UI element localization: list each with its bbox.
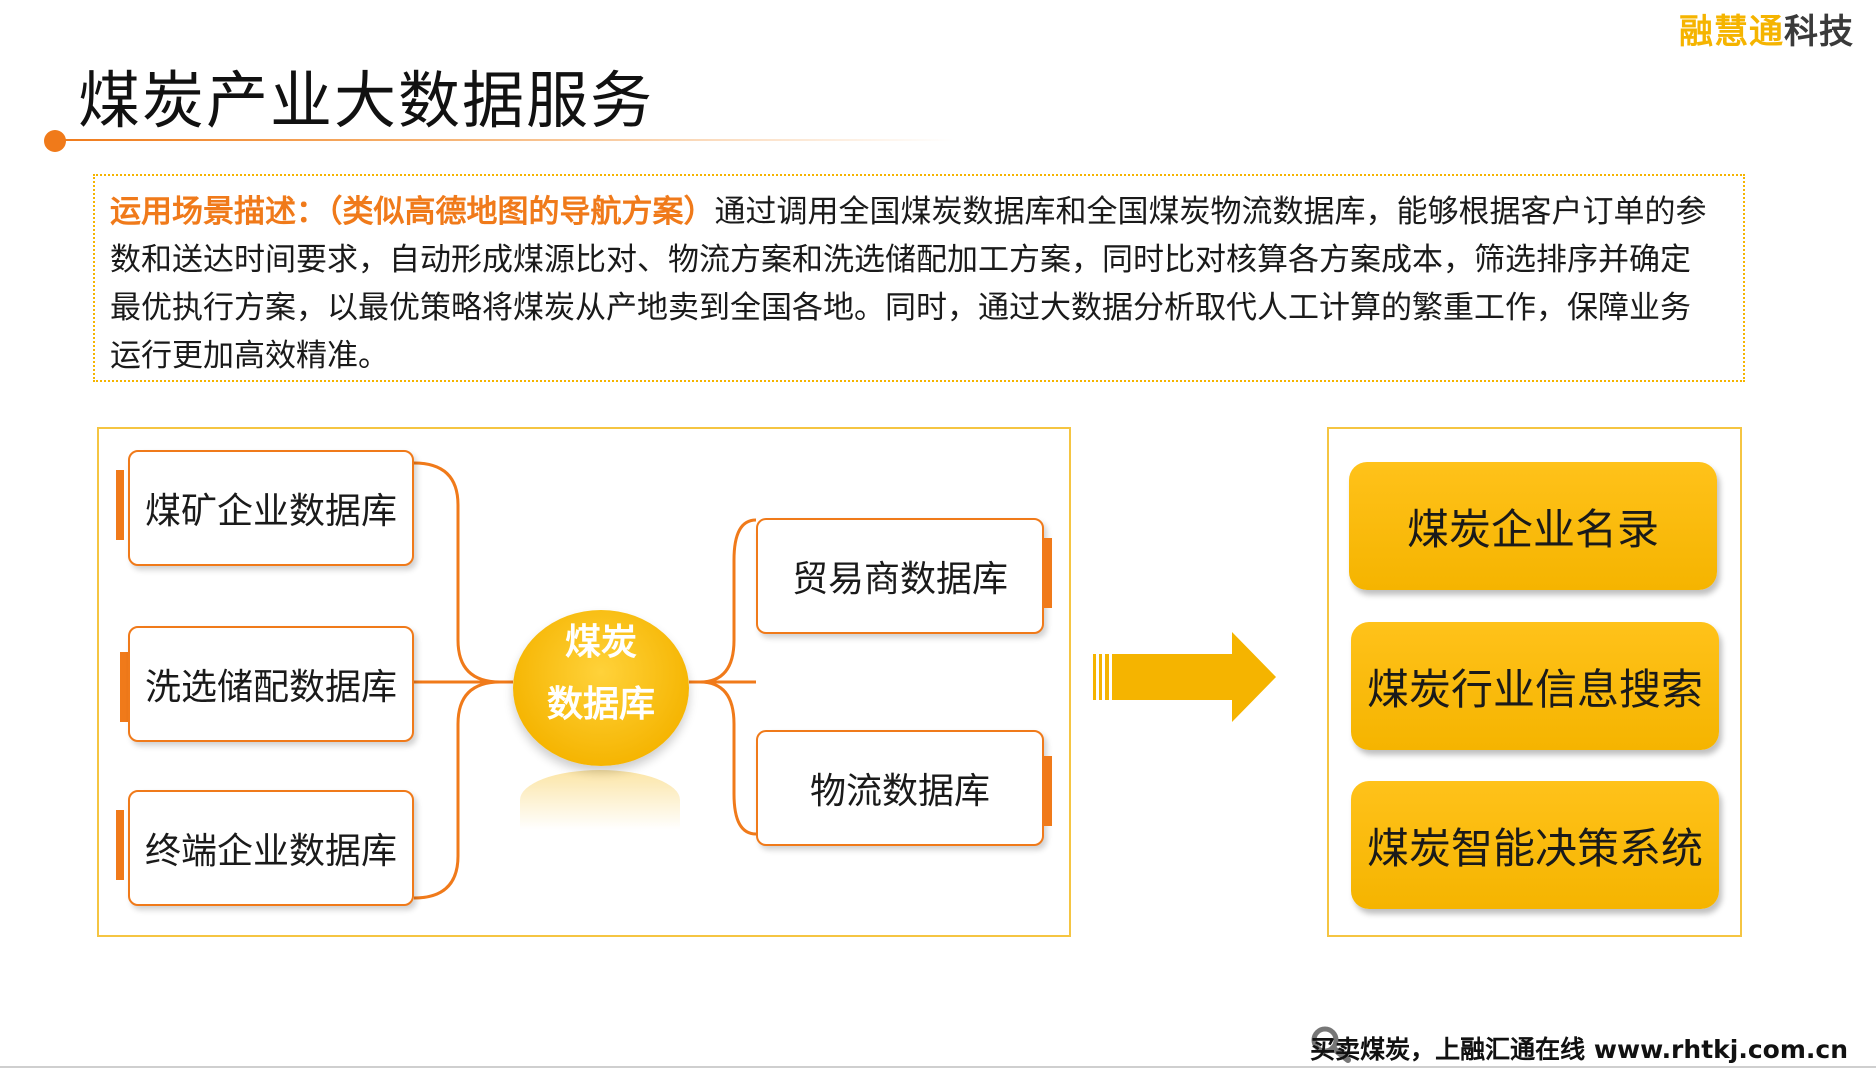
- brand-logo: 融慧通科技: [1679, 4, 1854, 53]
- logo-part-1: 融慧通: [1679, 12, 1784, 52]
- hub-label: 煤炭 数据库: [513, 612, 689, 736]
- db-end-user-label: 终端企业数据库: [144, 831, 397, 872]
- page-title: 煤炭产业大数据服务: [78, 64, 655, 137]
- description-text: 运用场景描述：（类似高德地图的导航方案）通过调用全国煤炭数据库和全国煤炭物流数据…: [110, 188, 1720, 380]
- results-frame: [1327, 427, 1742, 937]
- db-tab-marker: [116, 810, 124, 880]
- db-tab-marker: [120, 652, 128, 722]
- description-box: [93, 174, 1745, 382]
- db-trader: 贸易商数据库: [756, 518, 1044, 634]
- db-washing-storage: 洗选储配数据库: [128, 626, 414, 742]
- db-coal-mine-label: 煤矿企业数据库: [144, 491, 397, 532]
- result-enterprise-directory: 煤炭企业名录: [1349, 462, 1717, 590]
- title-underline: [55, 139, 955, 141]
- description-body: 通过调用全国煤炭数据库和全国煤炭物流数据库，能够根据客户订单的参数和送达时间要求…: [110, 194, 1707, 374]
- database-diagram-frame: [97, 427, 1071, 937]
- title-bullet-dot: [44, 130, 66, 152]
- db-tab-marker: [116, 470, 124, 540]
- footer-slogan: 买卖煤炭，上融汇通在线 www.rhtkj.com.cn: [1310, 1035, 1848, 1064]
- result-industry-search: 煤炭行业信息搜索: [1351, 622, 1719, 750]
- footer-divider: [0, 1066, 1876, 1068]
- arrow-right-icon: [1093, 632, 1276, 722]
- db-trader-label: 贸易商数据库: [791, 559, 1008, 600]
- connector-bottom-right: [699, 680, 757, 836]
- logo-part-2: 科技: [1784, 12, 1854, 52]
- coal-database-hub: [513, 610, 689, 766]
- db-washing-storage-label: 洗选储配数据库: [144, 667, 397, 708]
- db-tab-marker: [1044, 538, 1052, 608]
- hub-reflection: [520, 770, 680, 830]
- db-end-user: 终端企业数据库: [128, 790, 414, 906]
- magnifier-icon: [1311, 1026, 1351, 1063]
- result-decision-system: 煤炭智能决策系统: [1351, 781, 1719, 909]
- db-tab-marker: [1044, 756, 1052, 826]
- db-logistics-label: 物流数据库: [809, 771, 990, 812]
- db-logistics: 物流数据库: [756, 730, 1044, 846]
- connector-top-right: [689, 518, 757, 684]
- description-label: 运用场景描述：（类似高德地图的导航方案）: [110, 194, 715, 230]
- result-industry-search-label: 煤炭行业信息搜索: [1366, 664, 1703, 714]
- hub-label-line1: 煤炭: [564, 622, 637, 663]
- connector-top-left: [413, 461, 513, 684]
- db-coal-mine: 煤矿企业数据库: [128, 450, 414, 566]
- result-enterprise-directory-label: 煤炭企业名录: [1406, 504, 1659, 554]
- result-decision-system-label: 煤炭智能决策系统: [1366, 823, 1703, 873]
- hub-label-line2: 数据库: [546, 684, 655, 725]
- connector-bottom-left: [413, 680, 501, 900]
